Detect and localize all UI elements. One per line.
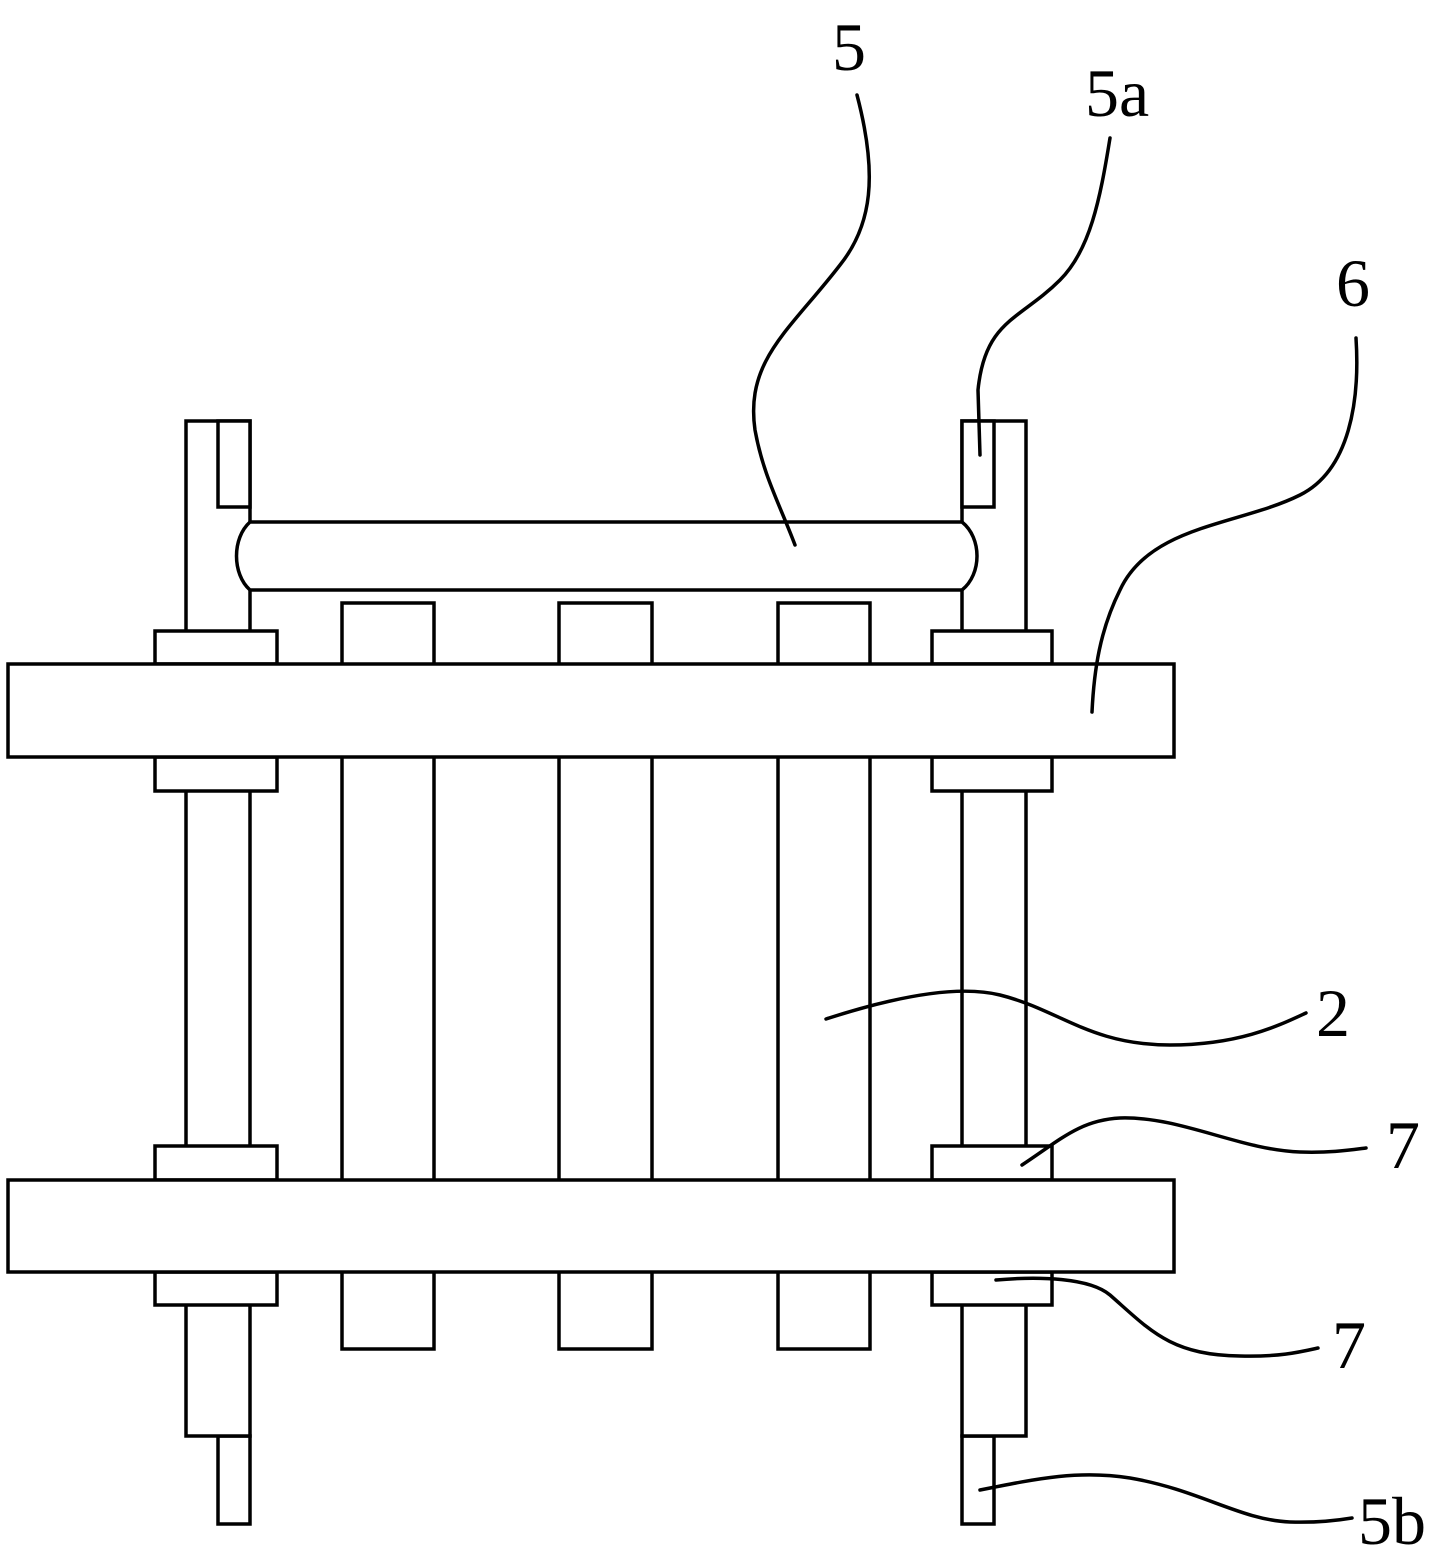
right-collar-top-upper xyxy=(930,629,1054,666)
leader-line-2 xyxy=(824,989,1308,1047)
right-collar-bottom-upper-7 xyxy=(930,1144,1054,1182)
label-7-upper: 7 xyxy=(1386,1107,1420,1183)
lower-plate xyxy=(6,1178,1176,1274)
left-top-slot xyxy=(216,419,252,509)
label-6: 6 xyxy=(1336,245,1370,321)
right-shaft-stub-5b xyxy=(960,1434,996,1526)
right-collar-bottom-lower-7 xyxy=(930,1270,1054,1307)
label-5b: 5b xyxy=(1358,1483,1426,1551)
leader-line-7-upper xyxy=(1020,1116,1368,1167)
left-collar-bottom-upper xyxy=(153,1144,279,1182)
label-5a: 5a xyxy=(1085,55,1149,131)
leader-line-5b xyxy=(978,1473,1354,1524)
leader-line-5 xyxy=(751,93,871,547)
leader-line-7-lower xyxy=(994,1276,1320,1358)
right-collar-top-lower xyxy=(930,755,1054,793)
leader-line-6 xyxy=(1090,336,1359,714)
upper-plate-6 xyxy=(6,662,1176,759)
label-5: 5 xyxy=(832,9,866,85)
label-7-lower: 7 xyxy=(1332,1307,1366,1383)
left-collar-top-lower xyxy=(153,755,279,793)
left-shaft-stub xyxy=(216,1434,252,1526)
top-cross-member-5 xyxy=(234,520,979,592)
left-collar-top-upper xyxy=(153,629,279,666)
label-2: 2 xyxy=(1316,975,1350,1051)
left-collar-bottom-lower xyxy=(153,1270,279,1307)
leader-line-5a xyxy=(976,136,1112,457)
